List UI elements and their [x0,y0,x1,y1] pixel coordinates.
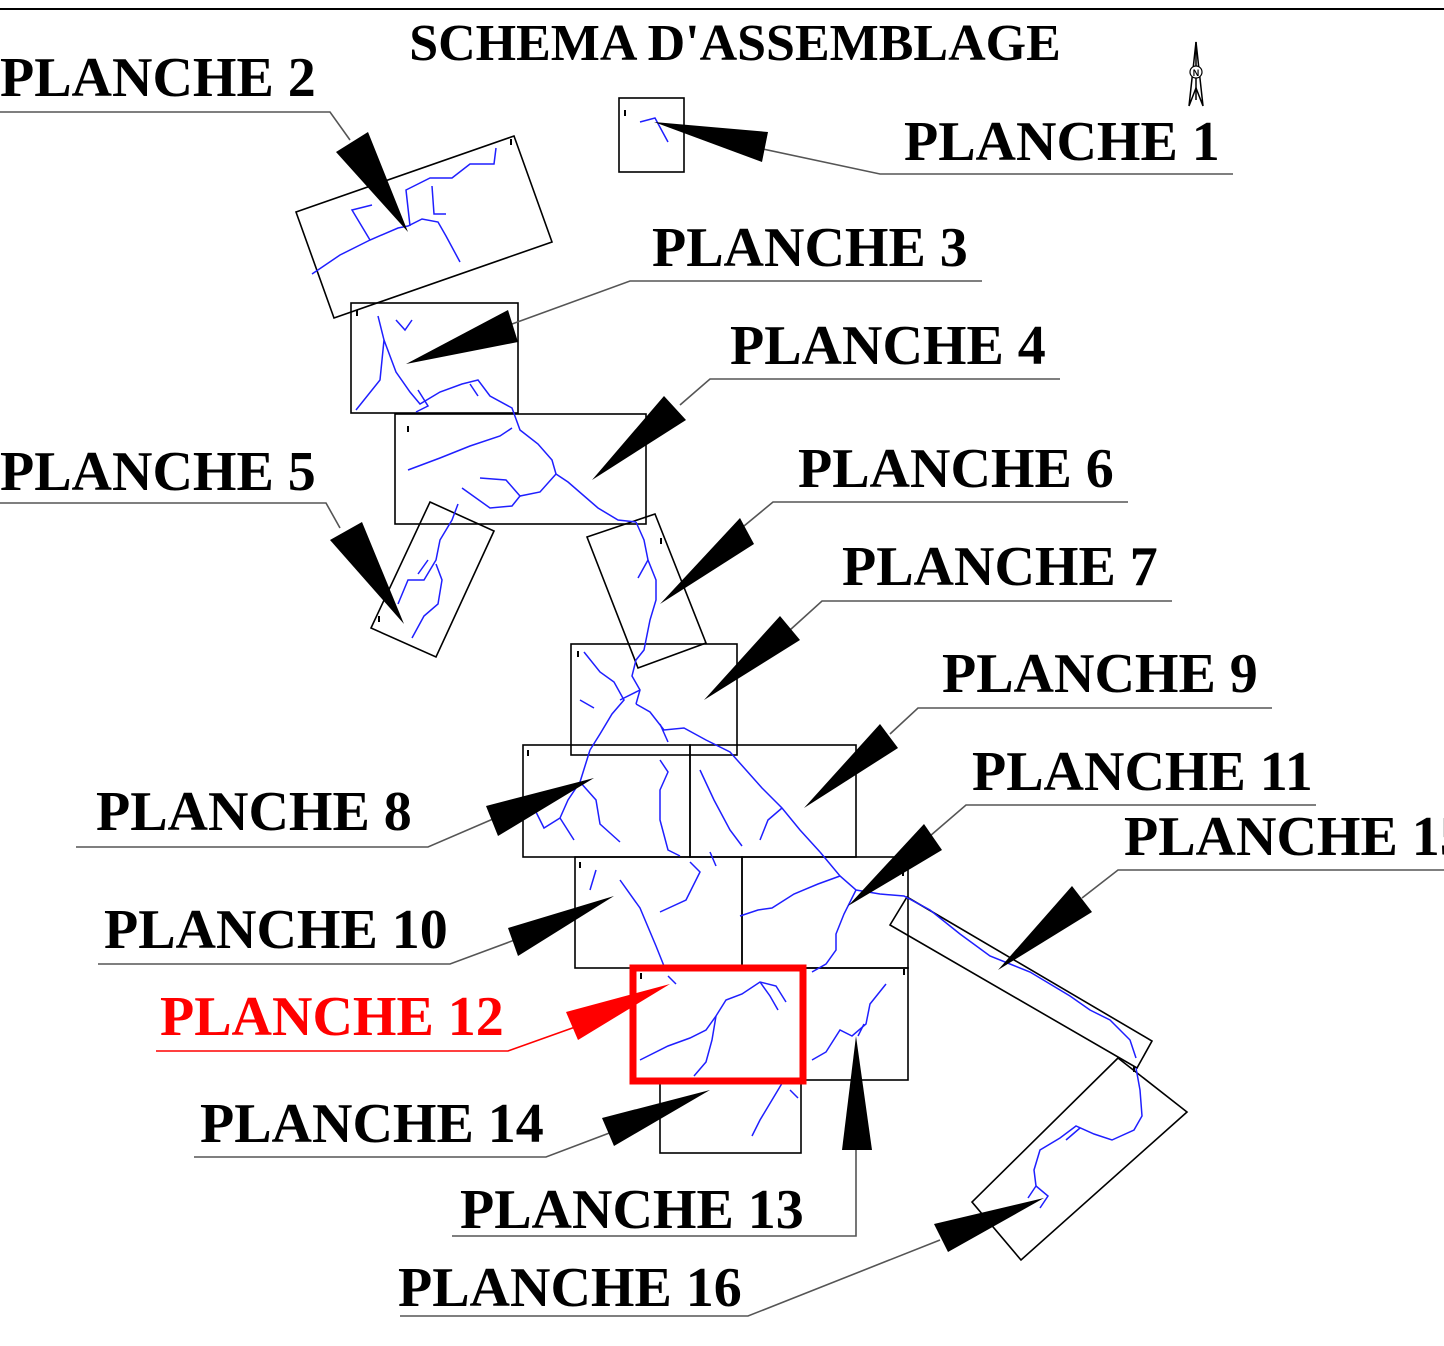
pipe-network [311,117,1143,1209]
label-planche-2[interactable]: PLANCHE 2 [0,47,316,109]
label-planche-15[interactable]: PLANCHE 15 [1124,806,1444,868]
leader-p16 [400,1239,941,1317]
leader-p6 [743,501,1128,527]
sheet-16-frame[interactable] [970,1056,1189,1262]
sheet-6-frame[interactable] [585,512,708,670]
label-planche-14[interactable]: PLANCHE 14 [200,1093,544,1155]
leader-p1 [757,147,1233,175]
arrow-p5-icon [330,522,404,624]
sheet-4-frame[interactable] [394,413,647,525]
sheet-1-frame[interactable] [618,97,685,173]
leader-p9 [889,707,1272,735]
arrow-p12-icon [566,984,670,1040]
leader-p3 [511,280,982,325]
label-planche-6[interactable]: PLANCHE 6 [798,438,1114,500]
arrow-p16-icon [934,1198,1044,1252]
label-planche-16[interactable]: PLANCHE 16 [398,1257,742,1319]
sheet-14-frame[interactable] [659,1081,802,1154]
leader-p4 [679,378,1060,406]
arrow-p13-icon [842,1036,872,1150]
leader-p13 [452,1148,857,1237]
label-planche-12[interactable]: PLANCHE 12 [160,986,504,1048]
label-planche-5[interactable]: PLANCHE 5 [0,441,316,503]
leader-p14 [194,1131,613,1158]
label-planche-10[interactable]: PLANCHE 10 [104,899,448,961]
north-arrow-icon: N [1188,41,1204,107]
diagram-title: SCHEMA D'ASSEMBLAGE [409,15,1061,72]
leader-p12 [156,1025,579,1052]
arrow-p4-icon [592,396,686,480]
arrow-p1-icon [654,122,768,162]
leader-p8 [76,815,501,848]
label-planche-11[interactable]: PLANCHE 11 [972,741,1313,803]
arrow-p11-icon [848,824,942,906]
sheet-5-frame[interactable] [369,500,496,659]
arrow-p10-icon [508,896,614,956]
label-planche-1[interactable]: PLANCHE 1 [904,111,1220,173]
north-letter: N [1193,68,1200,78]
leader-p2 [0,111,351,141]
label-planche-8[interactable]: PLANCHE 8 [96,781,412,843]
leader-p10 [98,937,521,965]
sheet-2-frame[interactable] [294,134,554,320]
sheet-labels: PLANCHE 1 PLANCHE 2 PLANCHE 3 PLANCHE 4 … [0,47,1444,1319]
arrow-p8-icon [486,778,594,836]
leader-p11 [929,804,1316,837]
arrow-p9-icon [804,724,898,808]
sheet-12-frame-highlighted[interactable] [629,964,807,1085]
leader-p5 [0,502,341,529]
leader-lines [0,111,1444,1317]
arrow-p6-icon [660,518,754,604]
leader-p7 [789,600,1172,631]
sheet-3-frame[interactable] [350,302,519,414]
sheet-7-frame[interactable] [570,643,738,756]
label-planche-3[interactable]: PLANCHE 3 [652,217,968,279]
arrow-p2-icon [336,132,408,232]
pointer-arrows [330,122,1092,1252]
arrow-p15-icon [998,886,1092,970]
arrow-p7-icon [704,616,800,700]
leader-p15 [1081,869,1444,899]
label-planche-9[interactable]: PLANCHE 9 [942,643,1258,705]
label-planche-13[interactable]: PLANCHE 13 [460,1179,804,1241]
label-planche-7[interactable]: PLANCHE 7 [842,536,1158,598]
arrow-p3-icon [406,310,518,364]
sheet-15-frame[interactable] [888,895,1154,1070]
arrow-p14-icon [602,1090,710,1146]
label-planche-4[interactable]: PLANCHE 4 [730,315,1046,377]
